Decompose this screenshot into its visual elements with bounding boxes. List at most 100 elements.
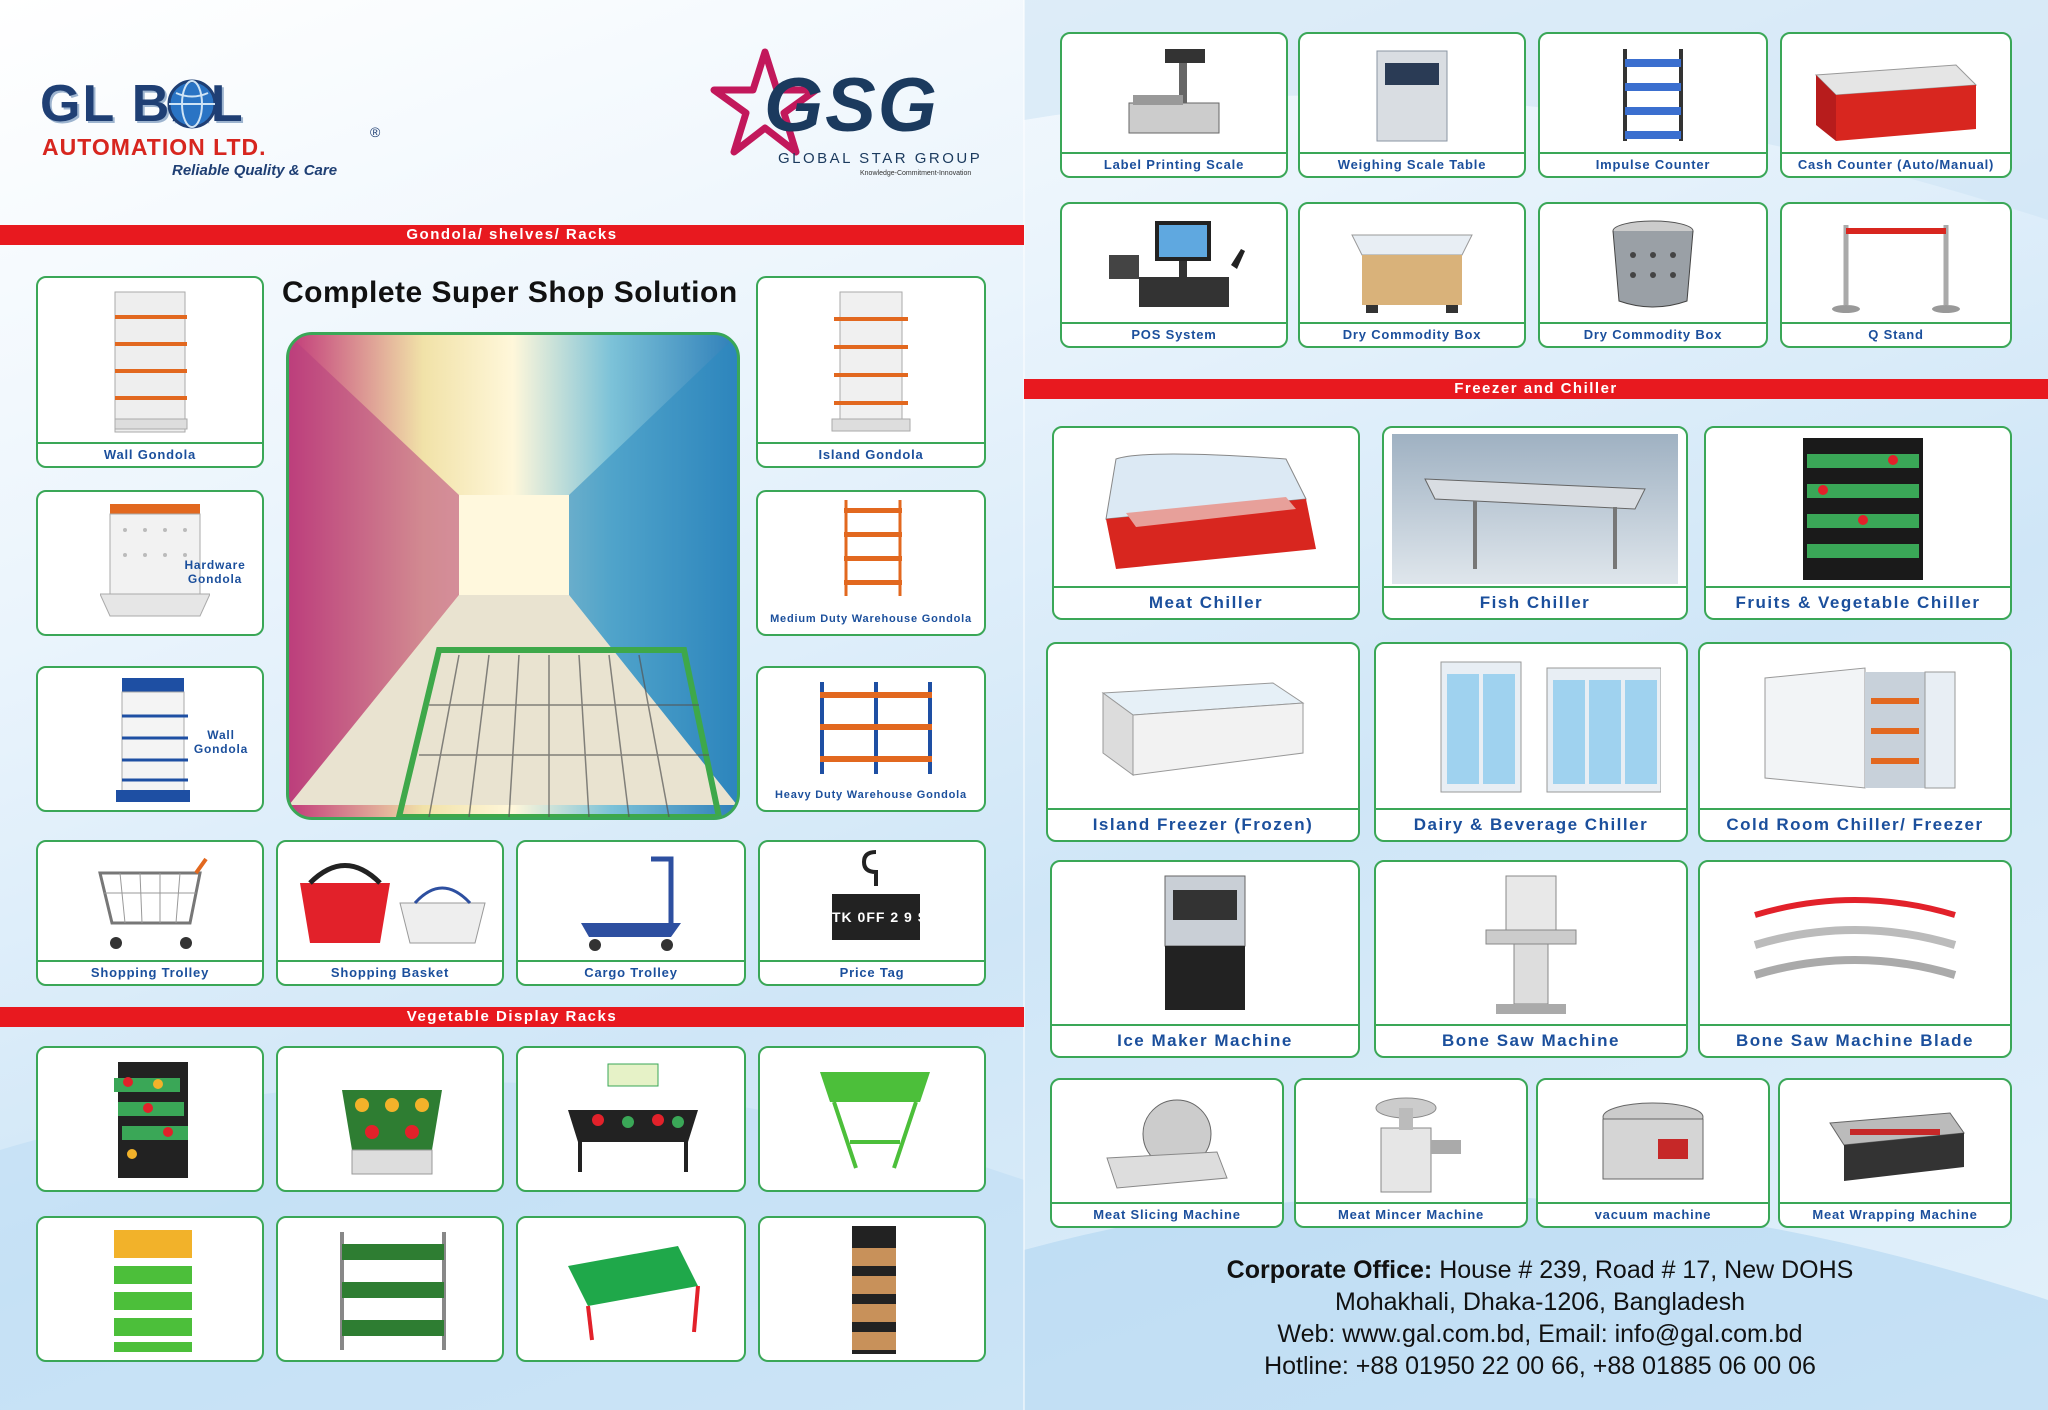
label-label-printing-scale: Label Printing Scale [1062,152,1286,176]
office-address-line2: Mohakhali, Dhaka-1206, Bangladesh [1335,1288,1745,1316]
label-meat-chiller: Meat Chiller [1054,586,1358,618]
impulse-counter-icon [1623,49,1683,141]
label-shopping-trolley: Shopping Trolley [38,960,262,984]
card-heavy-duty[interactable]: Heavy Duty Warehouse Gondola [756,666,986,812]
card-meat-slicing[interactable]: Meat Slicing Machine [1050,1078,1284,1228]
card-meat-chiller[interactable]: Meat Chiller [1052,426,1360,620]
label-meat-mincer: Meat Mincer Machine [1296,1202,1526,1226]
label-bone-saw: Bone Saw Machine [1376,1024,1686,1056]
card-shopping-basket[interactable]: Shopping Basket [276,840,504,986]
veg-rack-icon [114,1062,188,1178]
card-bone-saw-blade[interactable]: Bone Saw Machine Blade [1698,860,2012,1058]
card-island-gondola[interactable]: Island Gondola [756,276,986,468]
card-cold-room[interactable]: Cold Room Chiller/ Freezer [1698,642,2012,842]
card-cash-counter[interactable]: Cash Counter (Auto/Manual) [1780,32,2012,178]
card-veg-rack-6[interactable] [276,1216,504,1362]
aisle-illustration [289,335,737,817]
label-q-stand: Q Stand [1782,322,2010,346]
card-veg-rack-4[interactable] [758,1046,986,1192]
card-weighing-scale-table[interactable]: Weighing Scale Table [1298,32,1526,178]
pos-system-icon [1109,221,1245,307]
wall-gondola-blue-icon [116,678,190,802]
contact-block: Corporate Office: House # 239, Road # 17… [1080,1254,2000,1382]
card-veg-rack-2[interactable] [276,1046,504,1192]
card-cargo-trolley[interactable]: Cargo Trolley [516,840,746,986]
shopping-basket-icon [300,863,486,944]
label-weighing-scale-table: Weighing Scale Table [1300,152,1524,176]
label-wall-1: Wall [207,728,235,742]
card-ice-maker[interactable]: Ice Maker Machine [1050,860,1360,1058]
card-veg-rack-7[interactable] [516,1216,746,1362]
dairy-chiller-icon [1440,661,1661,793]
veg-rack-icon [114,1230,192,1352]
label-meat-slicing: Meat Slicing Machine [1052,1202,1282,1226]
label-hardware-2: Gondola [187,572,243,586]
label-cold-room: Cold Room Chiller/ Freezer [1700,808,2010,840]
label-island-gondola: Island Gondola [758,442,984,466]
card-veg-rack-8[interactable] [758,1216,986,1362]
global-logo: GL BAL AUTOMATION LTD. ® Reliable Qualit… [40,74,390,184]
card-fruits-vegetable-chiller[interactable]: Fruits & Vegetable Chiller [1704,426,2012,620]
label-fish-chiller: Fish Chiller [1384,586,1686,618]
label-cargo-trolley: Cargo Trolley [518,960,744,984]
card-bone-saw[interactable]: Bone Saw Machine [1374,860,1688,1058]
vacuum-machine-icon [1602,1102,1704,1180]
ice-maker-icon [1164,875,1246,1010]
label-fruits-vegetable-chiller: Fruits & Vegetable Chiller [1706,586,2010,618]
card-meat-mincer[interactable]: Meat Mincer Machine [1294,1078,1528,1228]
card-price-tag[interactable]: TK 0FF 2 9 SAVE Price Tag [758,840,986,986]
card-island-freezer[interactable]: Island Freezer (Frozen) [1046,642,1360,842]
fruits-chiller-icon [1803,438,1923,580]
hero-title: Complete Super Shop Solution [282,276,738,309]
card-wall-gondola[interactable]: Wall Gondola [36,276,264,468]
cold-room-icon [1764,667,1956,789]
label-dairy-beverage-chiller: Dairy & Beverage Chiller [1376,808,1686,840]
dry-commodity-box-icon [1351,234,1473,313]
card-vacuum-machine[interactable]: vacuum machine [1536,1078,1770,1228]
office-label: Corporate Office: [1226,1256,1433,1284]
global-logo-sub: AUTOMATION LTD. [42,134,267,160]
card-wall-gondola-2[interactable]: Wall Gondola [36,666,264,812]
card-veg-rack-5[interactable] [36,1216,264,1362]
card-fish-chiller[interactable]: Fish Chiller [1382,426,1688,620]
card-veg-rack-3[interactable] [516,1046,746,1192]
gsg-logo: GSG GLOBAL STAR GROUP Knowledge-Commitme… [710,48,1000,178]
card-q-stand[interactable]: Q Stand [1780,202,2012,348]
heavy-duty-rack-icon [820,682,932,774]
label-meat-wrapping: Meat Wrapping Machine [1780,1202,2010,1226]
globe-icon [167,79,217,129]
label-heavy-duty: Heavy Duty Warehouse Gondola [775,789,967,801]
card-label-printing-scale[interactable]: Label Printing Scale [1060,32,1288,178]
gsg-motto: Knowledge-Commitment-Innovation [860,170,972,177]
hotline: Hotline: +88 01950 22 00 66, +88 01885 0… [1264,1352,1816,1380]
card-pos-system[interactable]: POS System [1060,202,1288,348]
q-stand-icon [1832,225,1960,313]
medium-duty-rack-icon [844,500,902,596]
price-tag-board: TK 0FF 2 9 SAVE [832,894,920,940]
card-dairy-beverage-chiller[interactable]: Dairy & Beverage Chiller [1374,642,1688,842]
veg-rack-icon [340,1232,446,1350]
veg-rack-icon [342,1090,442,1175]
section-freezer: Freezer and Chiller [1024,379,2048,399]
card-medium-duty[interactable]: Medium Duty Warehouse Gondola [756,490,986,636]
label-island-freezer: Island Freezer (Frozen) [1048,808,1358,840]
label-medium-duty: Medium Duty Warehouse Gondola [770,613,972,625]
label-dry-commodity-1: Dry Commodity Box [1300,322,1524,346]
card-shopping-trolley[interactable]: Shopping Trolley [36,840,264,986]
label-pos-system: POS System [1062,322,1286,346]
label-price-tag: Price Tag [760,960,984,984]
label-shopping-basket: Shopping Basket [278,960,502,984]
hero-image [286,332,740,820]
web-email: Web: www.gal.com.bd, Email: info@gal.com… [1277,1320,1803,1348]
card-veg-rack-1[interactable] [36,1046,264,1192]
card-meat-wrapping[interactable]: Meat Wrapping Machine [1778,1078,2012,1228]
bone-saw-icon [1485,875,1577,1014]
card-dry-commodity-2[interactable]: Dry Commodity Box [1538,202,1768,348]
card-dry-commodity-1[interactable]: Dry Commodity Box [1298,202,1526,348]
cargo-trolley-icon [581,856,681,951]
veg-rack-icon [568,1246,700,1341]
gsg-mark: GSG [764,63,939,148]
card-impulse-counter[interactable]: Impulse Counter [1538,32,1768,178]
card-hardware-gondola[interactable]: Hardware Gondola [36,490,264,636]
meat-wrapping-icon [1829,1112,1965,1181]
